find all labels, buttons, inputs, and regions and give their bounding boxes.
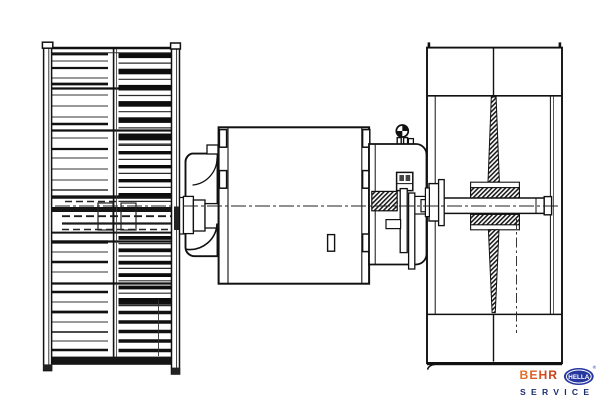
svg-text:SERVICE: SERVICE: [520, 387, 594, 397]
svg-text:®: ®: [593, 364, 597, 370]
svg-text:HELLA: HELLA: [568, 374, 589, 381]
svg-text:BEHR: BEHR: [520, 369, 559, 382]
